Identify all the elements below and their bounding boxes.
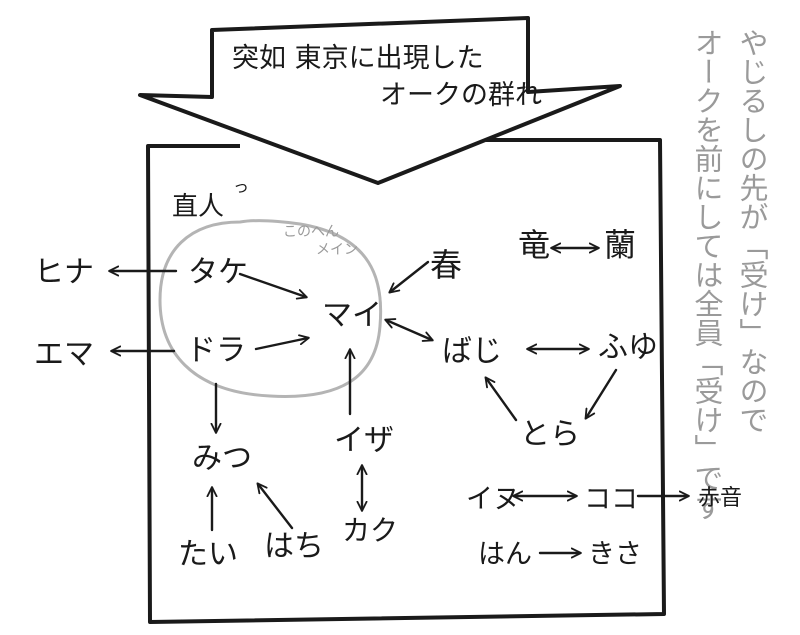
banner-arrow	[138, 16, 622, 185]
node-akane: 赤音	[698, 486, 742, 511]
node-tai: たい	[178, 537, 238, 572]
arrow-tora-to-baji	[484, 376, 518, 422]
banner-line-2: オークの群れ	[380, 80, 542, 111]
banner-line-1: 突如 東京に出現した	[232, 43, 484, 74]
node-ran: 蘭	[604, 226, 636, 264]
node-haru: 春	[430, 246, 462, 284]
arrow-hachi-to-mitsu	[256, 482, 294, 530]
arrow-fuyu-to-tora	[584, 368, 618, 420]
group-label-mark: っ	[233, 177, 249, 196]
node-kaku: カク	[342, 514, 398, 547]
arrow-take-to-mai	[238, 272, 308, 300]
node-inu: イヌ	[466, 484, 520, 515]
arrow-mai-baji	[384, 318, 434, 342]
node-baji: ばじ	[442, 334, 502, 369]
node-dora: ドラ	[186, 333, 246, 368]
box-frame	[146, 138, 666, 624]
node-ema: エマ	[34, 337, 94, 372]
side-note-col-1: やじるしの先が「受け」なので	[735, 28, 769, 434]
node-take: タケ	[188, 255, 248, 290]
node-fuyu: ふゆ	[598, 330, 658, 365]
group-label: 直人	[172, 192, 224, 222]
node-ryu: 竜	[518, 226, 550, 264]
node-iza: イザ	[334, 423, 394, 458]
side-note-col-2: オークを前にしては全員「受け」です	[690, 28, 724, 521]
arrow-dora-to-mai	[254, 334, 310, 351]
node-hachi: はち	[264, 529, 324, 564]
node-mai: マイ	[322, 298, 382, 333]
node-kisa: きさ	[588, 539, 642, 570]
node-han: はん	[478, 539, 532, 570]
node-koko: ココ	[584, 484, 638, 515]
node-tora: とら	[520, 417, 580, 452]
main-group-outline	[158, 219, 383, 398]
node-hina: ヒナ	[34, 255, 94, 290]
group-sub-1: このへん	[283, 224, 339, 240]
arrow-haru-to-mai	[388, 260, 430, 294]
node-mitsu: みつ	[192, 441, 252, 476]
group-sub-2: メイン	[316, 242, 358, 258]
